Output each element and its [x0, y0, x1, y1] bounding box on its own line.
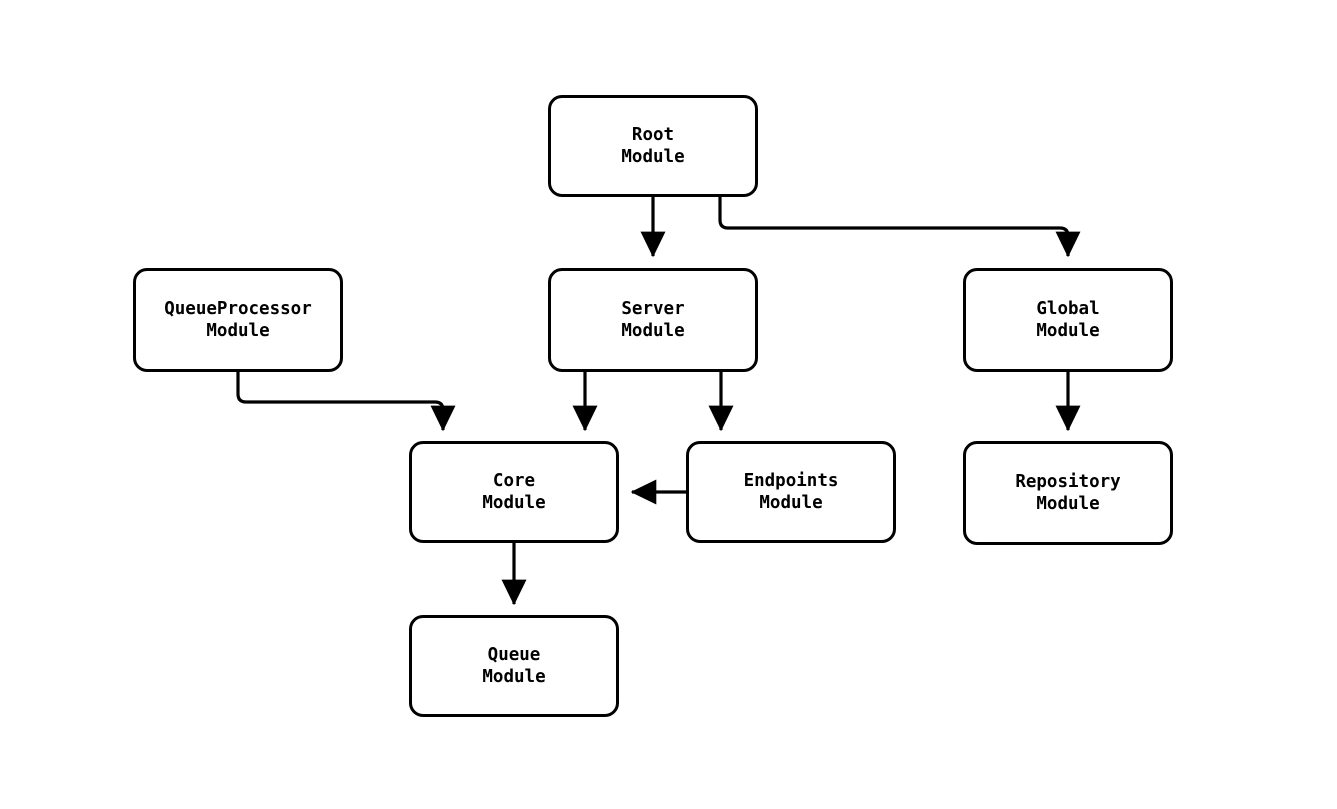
node-server-module[interactable]: Server Module	[548, 268, 758, 372]
node-label-line2: Module	[621, 321, 685, 341]
node-repository-module[interactable]: Repository Module	[963, 441, 1173, 545]
edge-root-global	[718, 197, 1081, 258]
node-label-line1: QueueProcessor	[164, 299, 312, 319]
node-endpoints-module[interactable]: Endpoints Module	[686, 441, 896, 543]
node-label-line1: Repository	[1015, 472, 1121, 492]
node-global-module[interactable]: Global Module	[963, 268, 1173, 372]
node-label-line2: Module	[206, 321, 270, 341]
node-label-line2: Module	[482, 493, 546, 513]
node-label-line1: Core	[492, 471, 536, 491]
node-label-line1: Server	[621, 299, 685, 319]
node-label-line1: Queue	[487, 645, 541, 665]
node-root-module[interactable]: Root Module	[548, 95, 758, 197]
node-label-line2: Module	[482, 667, 546, 687]
node-label-line2: Module	[621, 147, 685, 167]
node-queue-module[interactable]: Queue Module	[409, 615, 619, 717]
edge-queueprocessor-core	[236, 372, 456, 432]
node-label-line1: Root	[631, 125, 675, 145]
node-queueprocessor-module[interactable]: QueueProcessor Module	[133, 268, 343, 372]
node-label-line2: Module	[1036, 494, 1100, 514]
node-label-line1: Global	[1036, 299, 1100, 319]
node-label-line2: Module	[1036, 321, 1100, 341]
node-label-line2: Module	[759, 493, 823, 513]
node-core-module[interactable]: Core Module	[409, 441, 619, 543]
node-label-line1: Endpoints	[743, 471, 839, 491]
